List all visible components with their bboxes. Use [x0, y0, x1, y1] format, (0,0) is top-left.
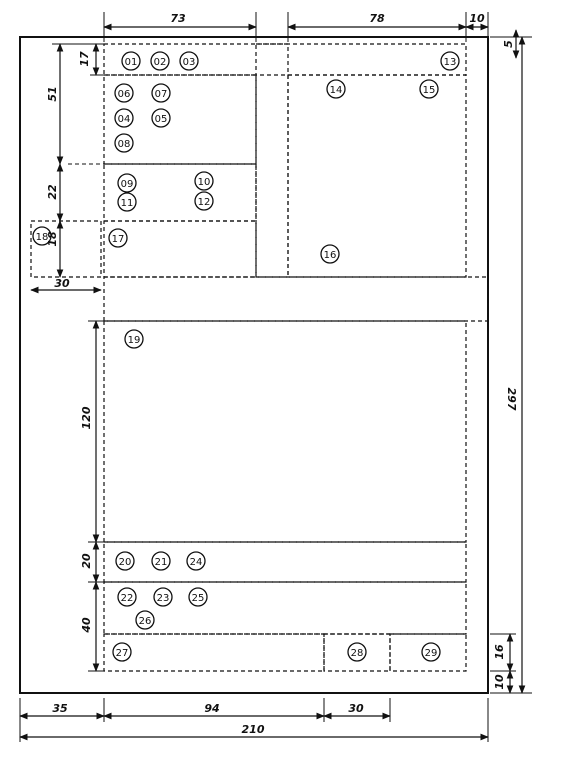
- dim-label-20: 20: [80, 553, 93, 569]
- row-20-region: [103, 541, 467, 583]
- marker-18: 18: [36, 232, 49, 243]
- marker-13: 13: [444, 57, 457, 68]
- marker-06-circle: [114, 83, 134, 103]
- dim-label-16: 16: [493, 644, 506, 660]
- marker-08-circle: [114, 133, 134, 153]
- row-40-region: [103, 581, 467, 635]
- marker-10: 10: [198, 177, 211, 188]
- left-upper-region: [103, 74, 257, 165]
- marker-28: 28: [351, 648, 364, 659]
- marker-15-circle: [419, 79, 439, 99]
- markers: [32, 51, 460, 662]
- marker-12-circle: [194, 191, 214, 211]
- extension-lines: [19, 12, 532, 742]
- dim-label-297: 297: [505, 388, 518, 411]
- dim-label-120: 120: [80, 406, 93, 429]
- marker-25-circle: [188, 587, 208, 607]
- marker-09-circle: [117, 173, 137, 193]
- marker-14: 14: [330, 85, 343, 96]
- dim-label-30-left: 30: [54, 277, 70, 290]
- dim-label-5: 5: [502, 40, 515, 48]
- footer-right-region: [389, 633, 467, 672]
- marker-17-circle: [108, 228, 128, 248]
- marker-15: 15: [423, 85, 436, 96]
- marker-24: 24: [190, 557, 203, 568]
- marker-17: 17: [112, 234, 125, 245]
- marker-21: 21: [155, 557, 168, 568]
- dim-label-94: 94: [204, 702, 219, 715]
- dim-label-22: 22: [46, 184, 59, 200]
- marker-16: 16: [324, 250, 337, 261]
- dimension-labels: 73 78 10 5 17 51 22 18 30 297 16 10 120 …: [46, 12, 518, 736]
- marker-10-circle: [194, 171, 214, 191]
- marker-07-circle: [151, 83, 171, 103]
- marker-23: 23: [157, 593, 170, 604]
- marker-04: 04: [118, 114, 131, 125]
- side-tab-region: [30, 220, 102, 278]
- marker-04-circle: [114, 108, 134, 128]
- marker-27-circle: [112, 642, 132, 662]
- marker-11-circle: [117, 192, 137, 212]
- dim-label-17: 17: [78, 51, 91, 67]
- marker-07: 07: [155, 89, 168, 100]
- marker-29: 29: [425, 648, 438, 659]
- main-body-region: [103, 320, 467, 543]
- marker-29-circle: [421, 642, 441, 662]
- dimension-arrows: [19, 23, 526, 741]
- dim-label-51: 51: [46, 86, 59, 101]
- dim-label-18: 18: [46, 231, 59, 247]
- marker-22-circle: [117, 587, 137, 607]
- marker-12: 12: [198, 197, 211, 208]
- dashed-regions: [30, 43, 489, 672]
- marker-14-circle: [326, 79, 346, 99]
- marker-19-circle: [124, 329, 144, 349]
- marker-01-circle: [121, 51, 141, 71]
- dim-label-30-bottom: 30: [348, 702, 364, 715]
- marker-25: 25: [192, 593, 205, 604]
- band-region: [103, 276, 489, 322]
- marker-24-circle: [186, 551, 206, 571]
- marker-26: 26: [139, 616, 152, 627]
- marker-03-circle: [179, 51, 199, 71]
- marker-05: 05: [155, 114, 168, 125]
- left-lower-region: [103, 220, 257, 278]
- marker-05-circle: [151, 108, 171, 128]
- dim-label-10-top: 10: [469, 12, 485, 25]
- dim-label-40: 40: [80, 617, 93, 634]
- marker-13-circle: [440, 51, 460, 71]
- marker-03: 03: [183, 57, 196, 68]
- marker-23-circle: [153, 587, 173, 607]
- footer-region: [103, 633, 325, 672]
- dim-label-78: 78: [369, 12, 385, 25]
- dim-label-210: 210: [242, 723, 265, 736]
- marker-11: 11: [121, 198, 134, 209]
- right-upper-region: [287, 74, 467, 278]
- page-border: [19, 36, 489, 694]
- header-region: [103, 43, 467, 76]
- marker-02-circle: [150, 51, 170, 71]
- marker-19: 19: [128, 335, 141, 346]
- footer-center-region: [323, 633, 391, 672]
- marker-16-circle: [320, 244, 340, 264]
- marker-28-circle: [347, 642, 367, 662]
- marker-20-circle: [115, 551, 135, 571]
- marker-21-circle: [151, 551, 171, 571]
- dim-label-10-right: 10: [493, 674, 506, 690]
- dim-label-35: 35: [52, 702, 68, 715]
- marker-09: 09: [121, 179, 134, 190]
- marker-06: 06: [118, 89, 131, 100]
- marker-18-circle: [32, 226, 52, 246]
- marker-26-circle: [135, 610, 155, 630]
- marker-20: 20: [119, 557, 132, 568]
- dim-label-73: 73: [170, 12, 186, 25]
- marker-08: 08: [118, 139, 131, 150]
- marker-labels: 01 02 03 13 06 07 14 15 04 05 08 09 10 1…: [36, 57, 457, 659]
- marker-02: 02: [154, 57, 167, 68]
- marker-27: 27: [116, 648, 129, 659]
- gutter-region: [255, 43, 289, 278]
- marker-22: 22: [121, 593, 134, 604]
- marker-01: 01: [125, 57, 138, 68]
